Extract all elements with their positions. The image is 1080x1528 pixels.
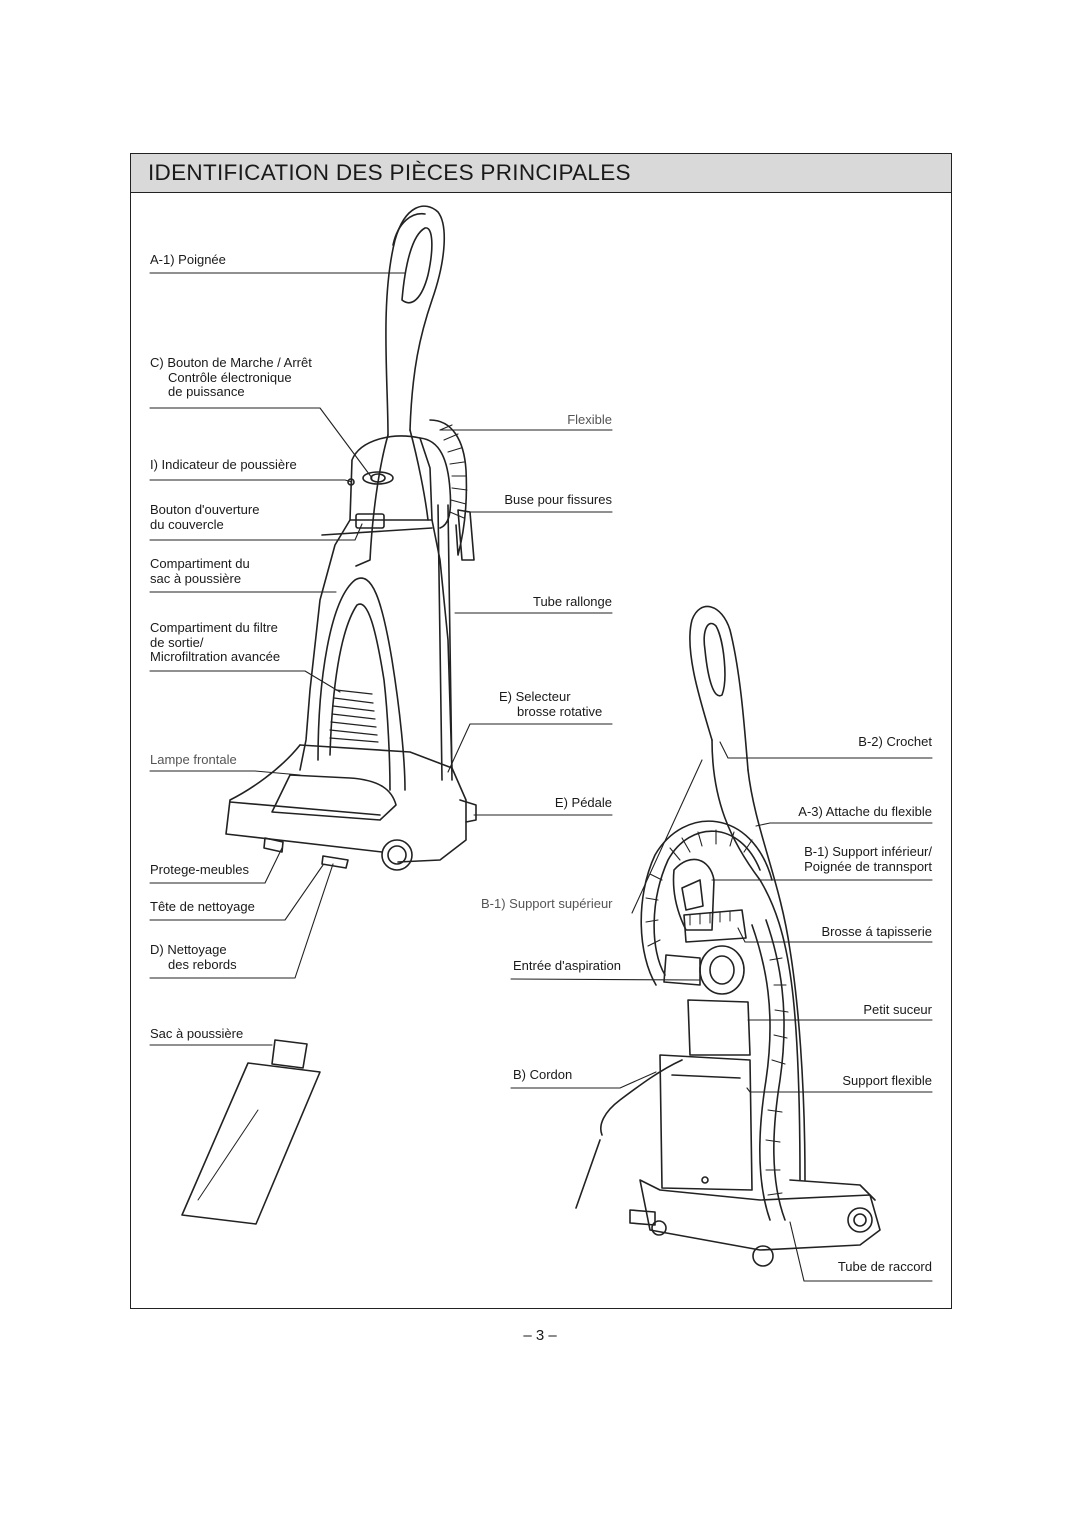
label-e-selecteur-line1: E) Selecteur	[499, 689, 571, 704]
page-number: – 3 –	[523, 1327, 557, 1344]
leader-lines	[149, 272, 933, 1282]
label-b1-support-superieur: B-1) Support supérieur	[481, 896, 613, 911]
rear-vacuum-drawing	[575, 605, 881, 1267]
label-protege-meubles: Protege-meubles	[150, 862, 249, 877]
label-sac-poussiere: Sac à poussière	[150, 1026, 244, 1041]
label-compartiment-filtre-line3: Microfiltration avancée	[150, 649, 281, 664]
label-b1-support-inferieur-line2: Poignée de trannsport	[804, 858, 932, 874]
dust-bag-drawing	[181, 1039, 321, 1225]
label-compartiment-sac-line2: sac à poussière	[150, 570, 242, 586]
label-d-nettoyage: D) Nettoyage des rebords	[150, 942, 237, 972]
page-title: IDENTIFICATION DES PIÈCES PRINCIPALES	[148, 160, 631, 185]
label-e-selecteur-line2: brosse rotative	[517, 703, 603, 719]
label-d-nettoyage-line2: des rebords	[168, 956, 237, 972]
label-a1-poignee: A-1) Poignée	[150, 252, 226, 267]
label-c-bouton-line2: Contrôle électronique	[168, 369, 292, 385]
diagram-frame: IDENTIFICATION DES PIÈCES PRINCIPALES	[130, 153, 952, 1309]
label-brosse-tapisserie: Brosse á tapisserie	[821, 924, 932, 939]
label-bouton-ouverture-line2: du couvercle	[150, 516, 224, 532]
label-a3-attache: A-3) Attache du flexible	[798, 804, 932, 819]
label-b1-support-inferieur: B-1) Support inférieur/ Poignée de trann…	[804, 844, 932, 874]
label-i-indicateur: I) Indicateur de poussière	[150, 457, 297, 472]
label-e-selecteur: E) Selecteur brosse rotative	[499, 689, 603, 719]
label-b2-crochet: B-2) Crochet	[858, 734, 932, 749]
label-bouton-ouverture: Bouton d'ouverture du couvercle	[150, 502, 260, 532]
front-vacuum-drawing	[225, 205, 477, 871]
label-d-nettoyage-line1: D) Nettoyage	[150, 942, 227, 957]
label-petit-suceur: Petit suceur	[863, 1002, 932, 1017]
label-e-pedale: E) Pédale	[554, 795, 612, 810]
label-compartiment-sac-line1: Compartiment du	[150, 556, 250, 571]
label-flexible: Flexible	[567, 412, 612, 427]
label-tube-rallonge: Tube rallonge	[532, 594, 612, 609]
label-buse-fissures: Buse pour fissures	[504, 492, 612, 507]
label-c-bouton: C) Bouton de Marche / Arrêt Contrôle éle…	[150, 355, 312, 400]
label-c-bouton-line3: de puissance	[168, 384, 245, 399]
label-bouton-ouverture-line1: Bouton d'ouverture	[150, 502, 260, 517]
label-compartiment-filtre: Compartiment du filtre de sortie/ Microf…	[150, 620, 281, 665]
label-lampe-frontale: Lampe frontale	[150, 752, 237, 767]
label-compartiment-filtre-line2: de sortie/	[150, 634, 204, 650]
label-b1-support-inferieur-line1: B-1) Support inférieur/	[804, 844, 932, 859]
label-tube-raccord: Tube de raccord	[837, 1259, 932, 1274]
label-entree-aspiration: Entrée d'aspiration	[513, 958, 621, 973]
label-c-bouton-line1: C) Bouton de Marche / Arrêt	[150, 355, 312, 370]
title-bar: IDENTIFICATION DES PIÈCES PRINCIPALES	[131, 154, 951, 193]
label-tete-nettoyage: Tête de nettoyage	[150, 899, 255, 914]
label-compartiment-sac: Compartiment du sac à poussière	[150, 556, 250, 586]
label-b-cordon: B) Cordon	[513, 1067, 573, 1082]
label-compartiment-filtre-line1: Compartiment du filtre	[150, 620, 278, 635]
label-support-flexible: Support flexible	[842, 1073, 932, 1088]
